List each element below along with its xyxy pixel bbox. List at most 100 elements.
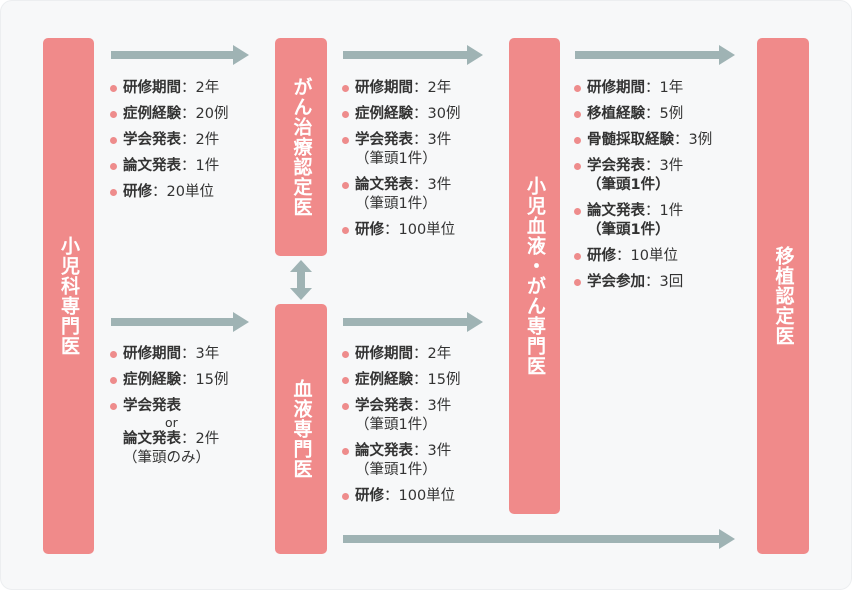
requirement-or: or: [165, 415, 178, 430]
requirement-text: 学会発表：3件: [355, 397, 502, 416]
arrow-phon-to-transplant: [575, 45, 735, 65]
requirement-label: 学会発表: [123, 132, 181, 148]
requirement-label: 学会発表: [123, 398, 181, 414]
bullet-dot-icon: [342, 137, 349, 144]
requirement-label: 研修: [587, 248, 616, 264]
box-transplant-label: 移植認定医: [772, 246, 795, 346]
requirement-text: 研修：100単位: [355, 221, 502, 240]
requirement-label: 症例経験: [123, 106, 181, 122]
requirement-value: ：100単位: [384, 222, 456, 238]
requirement-value: ：3年: [181, 346, 220, 362]
requirement-value: ：5例: [645, 106, 684, 122]
requirement-item: 論文発表：3件（筆頭1件）: [342, 442, 502, 480]
requirement-note: （筆頭1件）: [355, 417, 437, 433]
requirement-label: 研修: [355, 488, 384, 504]
requirement-item: 研修期間：2年: [342, 345, 502, 364]
requirement-label: 学会発表: [587, 158, 645, 174]
requirement-label: 学会参加: [587, 274, 645, 290]
bullet-dot-icon: [110, 85, 117, 92]
requirement-item: 移植経験：5例: [574, 105, 749, 124]
requirement-item: 症例経験：20例: [110, 105, 270, 124]
requirement-text: 学会発表: [123, 397, 270, 416]
requirement-item: 症例経験：15例: [342, 371, 502, 390]
requirement-value: ：15例: [413, 372, 461, 388]
bullet-dot-icon: [110, 351, 117, 358]
requirement-label: 症例経験: [123, 372, 181, 388]
requirement-note: （筆頭1件）: [587, 222, 670, 238]
requirements-hem-to-phon: 研修期間：2年症例経験：15例学会発表：3件（筆頭1件）論文発表：3件（筆頭1件…: [342, 345, 502, 513]
requirement-value: ：1件: [645, 203, 684, 219]
requirement-text: 症例経験：15例: [123, 371, 270, 390]
bullet-dot-icon: [342, 111, 349, 118]
requirement-value: ：3件: [413, 177, 452, 193]
requirement-label: 移植経験: [587, 106, 645, 122]
requirement-value: ：3例: [674, 132, 713, 148]
requirement-label: 学会発表: [355, 132, 413, 148]
bullet-dot-icon: [342, 227, 349, 234]
requirement-value: ：3件: [413, 443, 452, 459]
requirement-value: ：2年: [413, 346, 452, 362]
requirement-text: 症例経験：15例: [355, 371, 502, 390]
requirement-text: 論文発表：3件: [355, 442, 502, 461]
box-hematology-label: 血液専門医: [290, 379, 313, 479]
requirement-text: 研修：20単位: [123, 183, 270, 202]
requirement-value: ：20単位: [152, 184, 214, 200]
requirement-item: 論文発表：1件: [110, 157, 270, 176]
requirement-label-alt: 論文発表: [123, 431, 181, 447]
requirement-label: 症例経験: [355, 372, 413, 388]
bullet-dot-icon: [110, 189, 117, 196]
requirement-text: 移植経験：5例: [587, 105, 749, 124]
requirement-note: （筆頭1件）: [355, 196, 437, 212]
bullet-dot-icon: [342, 377, 349, 384]
box-transplant: 移植認定医: [757, 38, 809, 554]
requirement-text: 論文発表：3件: [355, 176, 502, 195]
requirement-text: 学会発表：3件: [587, 157, 749, 176]
arrow-ped-to-hem: [111, 312, 249, 332]
requirement-item: 症例経験：15例: [110, 371, 270, 390]
bullet-dot-icon: [342, 85, 349, 92]
requirement-item: 研修期間：1年: [574, 79, 749, 98]
requirements-phon-to-transplant: 研修期間：1年移植経験：5例骨髄採取経験：3例学会発表：3件（筆頭1件）論文発表…: [574, 79, 749, 299]
requirement-label: 症例経験: [355, 106, 413, 122]
requirement-text: 研修期間：3年: [123, 345, 270, 364]
requirement-item: 骨髄採取経験：3例: [574, 131, 749, 150]
bullet-dot-icon: [342, 493, 349, 500]
requirement-note: （筆頭のみ）: [123, 450, 210, 466]
requirement-item: 学会参加：3回: [574, 273, 749, 292]
arrow-hem-to-phon: [343, 312, 483, 332]
requirement-text: 症例経験：30例: [355, 105, 502, 124]
requirement-label: 学会発表: [355, 398, 413, 414]
requirement-item: 学会発表：3件（筆頭1件）: [342, 397, 502, 435]
bullet-dot-icon: [110, 111, 117, 118]
requirement-item: 研修：100単位: [342, 487, 502, 506]
requirement-text: 症例経験：20例: [123, 105, 270, 124]
requirement-text: 研修：100単位: [355, 487, 502, 506]
requirement-note: （筆頭1件）: [587, 177, 670, 193]
requirement-label: 研修期間: [355, 346, 413, 362]
bullet-dot-icon: [110, 137, 117, 144]
box-pediatrics: 小児科専門医: [43, 38, 94, 554]
requirement-text: 骨髄採取経験：3例: [587, 131, 749, 150]
bullet-dot-icon: [574, 85, 581, 92]
bullet-dot-icon: [574, 208, 581, 215]
requirement-value: ：3件: [413, 132, 452, 148]
arrow-cancer-hem-bidirectional: [290, 260, 312, 300]
bullet-dot-icon: [574, 111, 581, 118]
bullet-dot-icon: [342, 182, 349, 189]
requirement-text: 研修期間：2年: [123, 79, 270, 98]
requirement-value: ：100単位: [384, 488, 456, 504]
requirement-label: 論文発表: [355, 443, 413, 459]
requirement-text: 研修：10単位: [587, 247, 749, 266]
requirement-text: 論文発表：1件: [123, 157, 270, 176]
bullet-dot-icon: [574, 279, 581, 286]
requirement-text: 学会参加：3回: [587, 273, 749, 292]
requirement-item: 学会発表：3件（筆頭1件）: [574, 157, 749, 195]
requirements-cancer-to-phon: 研修期間：2年症例経験：30例学会発表：3件（筆頭1件）論文発表：3件（筆頭1件…: [342, 79, 502, 247]
bullet-dot-icon: [574, 163, 581, 170]
requirement-value: ：20例: [181, 106, 229, 122]
requirement-item: 症例経験：30例: [342, 105, 502, 124]
bullet-dot-icon: [342, 448, 349, 455]
requirement-item: 研修期間：2年: [342, 79, 502, 98]
